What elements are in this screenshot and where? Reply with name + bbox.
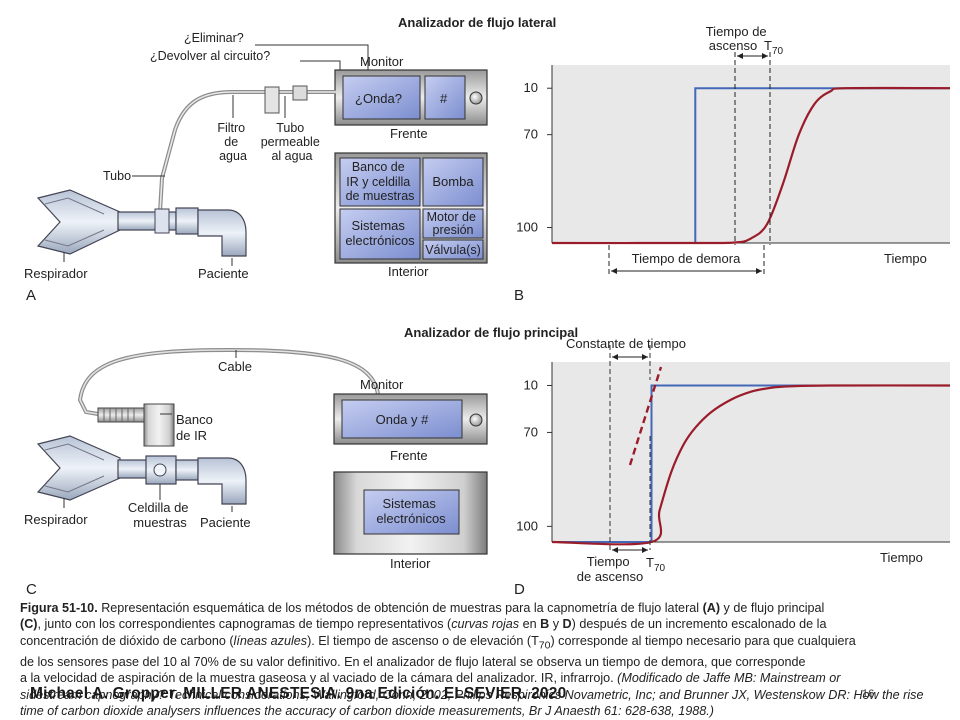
y-piece-c — [36, 435, 121, 501]
chart-b-delay-label: Tiempo de demora — [632, 251, 741, 266]
ir-bank-box — [339, 157, 421, 207]
chart-d-t70: T70 — [646, 555, 666, 574]
chart-b-t70: T70 — [764, 38, 784, 57]
front-screen-c-label: Onda y # — [376, 412, 430, 427]
knob-icon-c — [469, 413, 483, 427]
devolver-leader — [300, 60, 341, 70]
chart-d-ytick-label-10: 100 — [516, 518, 538, 533]
callout-devolver: ¿Devolver al circuito? — [150, 49, 270, 63]
panel-b: 100 70 10 Tiempo de ascenso T70 Tiempo de … — [514, 24, 951, 304]
chart-d-tangent-line — [628, 366, 663, 466]
respirator-label: Respirador — [24, 266, 88, 281]
pump-label: Bomba — [432, 174, 474, 189]
water-filter — [264, 86, 280, 114]
cable-label: Cable — [218, 359, 252, 374]
panel-d-letter: D — [514, 581, 525, 598]
panel-c: Cable Monitor Banco de IR Respirador Cel… — [24, 347, 488, 598]
patient-label-c: Paciente — [200, 515, 251, 530]
patient-elbow — [197, 209, 247, 257]
frente-label-c: Frente — [390, 448, 428, 463]
pump-box — [422, 157, 484, 207]
figure-caption: Figura 51-10. Representación esquemática… — [20, 601, 924, 718]
chart-d-ytick-label-100: 10 — [524, 377, 538, 392]
panel-d: 100 70 10 Constante de tiempo Tiempo de as… — [514, 336, 951, 598]
electronics-c-label: Sistemas electrónicos — [376, 496, 446, 526]
panel-a: ¿Eliminar? ¿Devolver al circuito? Monito… — [24, 31, 488, 304]
source-watermark: Michael A. Gropper. MILLER ANESTESIA. 9n… — [30, 685, 567, 702]
top-title: Analizador de flujo lateral — [398, 15, 556, 30]
chart-b-plot-bg — [552, 65, 950, 243]
patient-label: Paciente — [198, 266, 249, 281]
front-screen-c — [341, 399, 463, 439]
filter-label: Filtro de agua — [217, 121, 248, 163]
chart-b-ytick-label-70: 70 — [524, 127, 538, 142]
motor-label: Motor de presión — [427, 210, 480, 237]
panel-c-letter: C — [26, 581, 37, 598]
y-piece — [36, 189, 121, 255]
bottom-title: Analizador de flujo principal — [404, 325, 578, 340]
chart-d-plot-bg — [552, 362, 950, 542]
eliminar-leader — [255, 44, 369, 70]
front-value: # — [440, 91, 448, 106]
ir-bank-c-label: Banco de IR — [176, 412, 217, 443]
water-permeable-tube — [292, 85, 308, 101]
chart-b-ytick-label-100: 10 — [524, 80, 538, 95]
monitor-label-c: Monitor — [360, 377, 404, 392]
respirator-label-c: Respirador — [24, 512, 88, 527]
front-screen-label: ¿Onda? — [355, 91, 402, 106]
ir-bank-label: Banco de IR y celdilla de muestras — [346, 160, 415, 203]
page-number: 16 — [862, 688, 875, 700]
panel-b-letter: B — [514, 287, 524, 304]
caption-fig-number: Figura 51-10. — [20, 601, 98, 615]
interior-label: Interior — [388, 264, 429, 279]
electronics-box — [339, 208, 421, 260]
chart-b-ytick-label-10: 100 — [516, 220, 538, 235]
chart-b-red-series — [551, 86, 951, 245]
patient-elbow-c — [197, 457, 247, 505]
chart-d-red-series — [551, 384, 951, 546]
cell-label: Celdilla de muestras — [128, 500, 192, 530]
electronics-label: Sistemas electrónicos — [345, 218, 415, 248]
electronics-box-c — [363, 489, 460, 535]
tube-label: Tubo — [103, 169, 131, 183]
interior-label-c: Interior — [390, 556, 431, 571]
monitor-label: Monitor — [360, 54, 404, 69]
panel-a-letter: A — [26, 287, 36, 304]
valve-box — [422, 239, 484, 260]
chart-d-time-const-label: Constante de tiempo — [566, 336, 686, 351]
frente-label: Frente — [390, 126, 428, 141]
ir-bank-sensor — [143, 403, 175, 447]
chart-d-rise-label: Tiempo de ascenso — [577, 554, 644, 584]
chart-d-ytick-label-70: 70 — [524, 424, 538, 439]
tube-permeable-label: Tubo permeable al agua — [261, 121, 324, 163]
knob-icon — [469, 91, 483, 105]
sensor-cable-grip — [97, 407, 145, 423]
callout-eliminar: ¿Eliminar? — [184, 31, 244, 45]
front-value-box — [424, 75, 466, 120]
front-screen — [342, 75, 421, 120]
motor-box — [422, 208, 484, 239]
chart-b-rise-label: Tiempo de ascenso — [706, 24, 771, 53]
valve-label: Válvula(s) — [425, 243, 481, 257]
chart-d-x-label: Tiempo — [880, 550, 923, 565]
chart-b-x-label: Tiempo — [884, 251, 927, 266]
